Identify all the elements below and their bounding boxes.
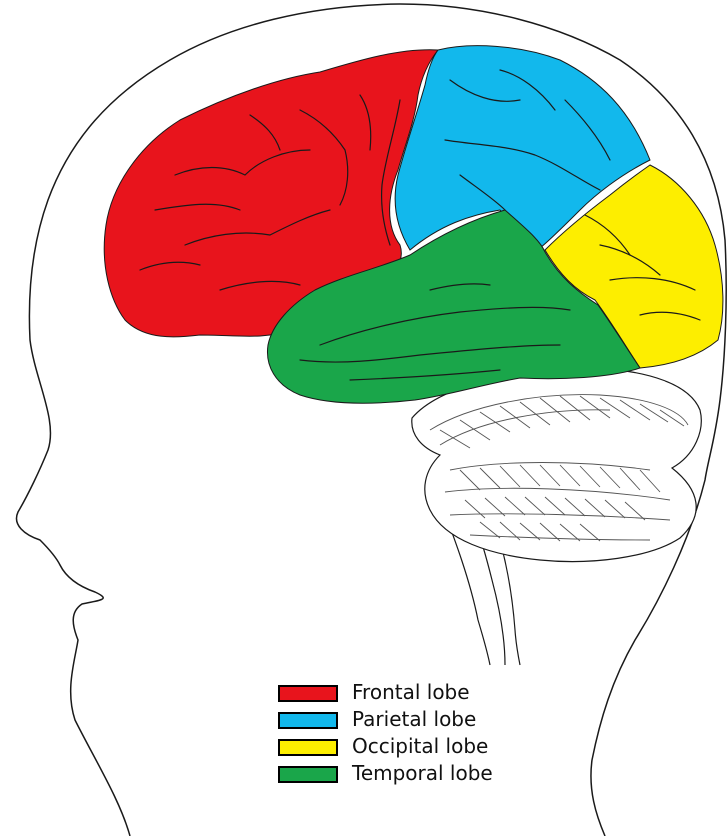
legend-swatch-parietal xyxy=(278,712,338,729)
legend-label-temporal: Temporal lobe xyxy=(352,759,493,787)
legend-label-parietal: Parietal lobe xyxy=(352,705,476,733)
legend-swatch-occipital xyxy=(278,739,338,756)
legend-swatch-frontal xyxy=(278,685,338,702)
legend-label-frontal: Frontal lobe xyxy=(352,678,470,706)
legend-swatch-temporal xyxy=(278,766,338,783)
cerebellum xyxy=(412,368,701,562)
legend-label-occipital: Occipital lobe xyxy=(352,732,488,760)
